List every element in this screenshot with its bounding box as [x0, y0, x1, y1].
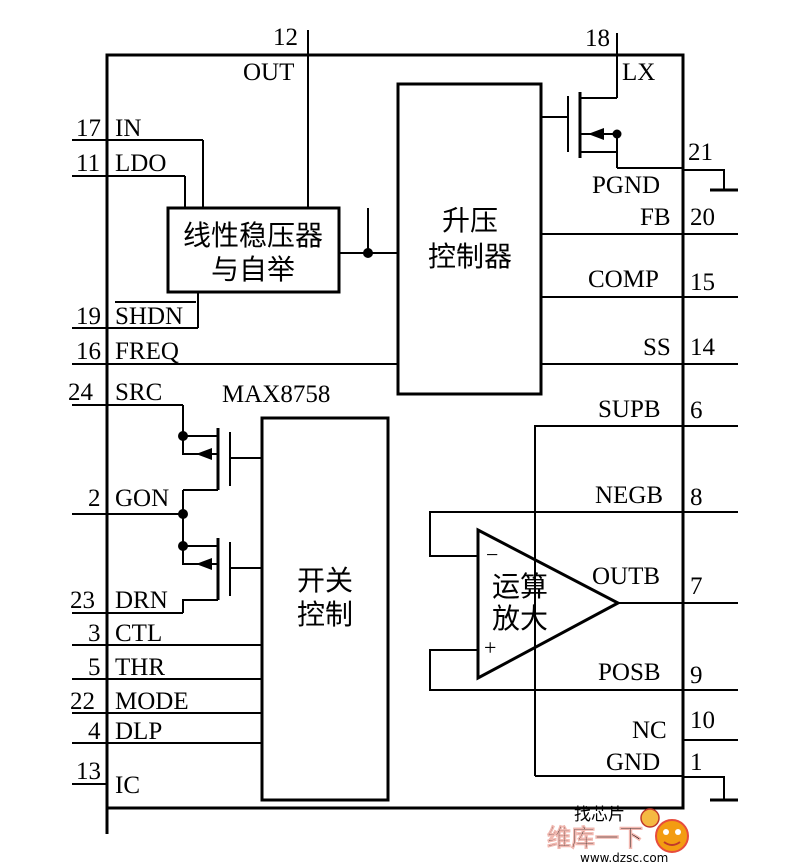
src-pin-label: SRC — [115, 379, 162, 406]
switch-block-line1: 开关 — [297, 564, 353, 597]
comp-pin-number: 15 — [690, 269, 715, 296]
ctl-pin-number: 3 — [88, 620, 101, 647]
supb-line — [534, 425, 738, 776]
src-pin-number: 24 — [68, 379, 94, 406]
fb-pin-number: 20 — [690, 204, 715, 231]
out-pin-number: 12 — [273, 24, 298, 51]
in-pin-number: 17 — [76, 115, 101, 142]
drn-node-line — [182, 599, 218, 613]
ldo-pin-label: LDO — [115, 150, 166, 177]
opamp-triangle — [476, 527, 622, 681]
boost-block-line1: 升压 — [442, 204, 498, 237]
gnd-pin-label: GND — [606, 749, 660, 776]
ldo-block-line1: 线性稳压器 — [183, 219, 323, 252]
opamp-minus-sign: − — [486, 542, 498, 567]
ldo-block — [166, 206, 341, 294]
pgnd-pin-line — [683, 169, 725, 190]
negb-pin-label: NEGB — [595, 482, 663, 509]
nc-pin-number: 10 — [690, 707, 715, 734]
drn-pin-label: DRN — [115, 587, 168, 614]
switch-block-line2: 控制 — [297, 598, 353, 631]
gnd-pin-line — [683, 776, 725, 800]
switch-mosfet-upper — [178, 428, 262, 491]
chip-outline — [105, 53, 685, 834]
ss-pin-number: 14 — [690, 334, 716, 361]
pgnd-pin-label: PGND — [592, 172, 660, 199]
freq-pin-number: 16 — [76, 338, 101, 365]
watermark-star-icon — [640, 808, 660, 828]
comp-pin-label: COMP — [588, 266, 659, 293]
outb-pin-number: 7 — [690, 573, 703, 600]
shdn-pin-number: 19 — [76, 303, 101, 330]
mode-pin-number: 22 — [70, 688, 95, 715]
gnd-pin-number: 1 — [690, 749, 703, 776]
negb-line — [429, 511, 738, 557]
fb-pin-label: FB — [640, 204, 671, 231]
switch-control-block — [260, 416, 390, 802]
ss-pin-label: SS — [643, 334, 671, 361]
outb-pin-label: OUTB — [592, 563, 660, 590]
switch-mosfet-lower — [178, 538, 262, 600]
dlp-pin-number: 4 — [88, 718, 101, 745]
watermark-logo: 找芯片 维库一下 www.dzsc.com — [547, 805, 689, 865]
supb-pin-number: 6 — [690, 397, 703, 424]
out-pin-label: OUT — [243, 59, 294, 86]
opamp-line1: 运算 — [492, 570, 548, 603]
watermark-url: www.dzsc.com — [580, 851, 668, 865]
shdn-pin-label: SHDN — [115, 303, 183, 330]
ldo-pin-number: 11 — [76, 150, 100, 177]
supb-pin-label: SUPB — [598, 396, 661, 423]
ic-pin-label: IC — [115, 772, 140, 799]
gon-pin-label: GON — [115, 485, 169, 512]
freq-pin-label: FREQ — [115, 338, 179, 365]
thr-pin-number: 5 — [88, 654, 101, 681]
thr-pin-label: THR — [115, 654, 165, 681]
watermark-mascot-icon — [655, 819, 689, 853]
ic-pin-number: 13 — [76, 758, 101, 785]
drn-pin-number: 23 — [70, 587, 95, 614]
lx-pin-number: 18 — [585, 25, 610, 52]
lx-pin-label: LX — [622, 59, 655, 86]
nc-pin-label: NC — [632, 717, 667, 744]
ldo-block-line2: 与自举 — [211, 253, 295, 286]
ctl-pin-label: CTL — [115, 620, 162, 647]
gon-pin-number: 2 — [88, 485, 101, 512]
gon-junction-dot — [178, 509, 188, 519]
mode-pin-label: MODE — [115, 688, 189, 715]
boost-block-line2: 控制器 — [428, 240, 512, 273]
opamp-line2: 放大 — [492, 602, 548, 635]
ldo-junction-dot — [363, 248, 373, 258]
in-pin-label: IN — [115, 115, 141, 142]
chip-name-label: MAX8758 — [222, 381, 330, 408]
boost-mosfet — [540, 92, 622, 230]
dlp-pin-label: DLP — [115, 718, 162, 745]
pgnd-pin-number: 21 — [688, 139, 713, 166]
posb-pin-number: 9 — [690, 662, 703, 689]
watermark-top-text: 找芯片 — [574, 805, 625, 825]
posb-pin-label: POSB — [598, 659, 661, 686]
negb-pin-number: 8 — [690, 484, 703, 511]
watermark-bottom-text: 维库一下 — [547, 824, 643, 852]
boost-controller-block — [396, 82, 543, 396]
posb-line — [429, 649, 738, 691]
opamp-plus-sign: + — [484, 635, 496, 660]
